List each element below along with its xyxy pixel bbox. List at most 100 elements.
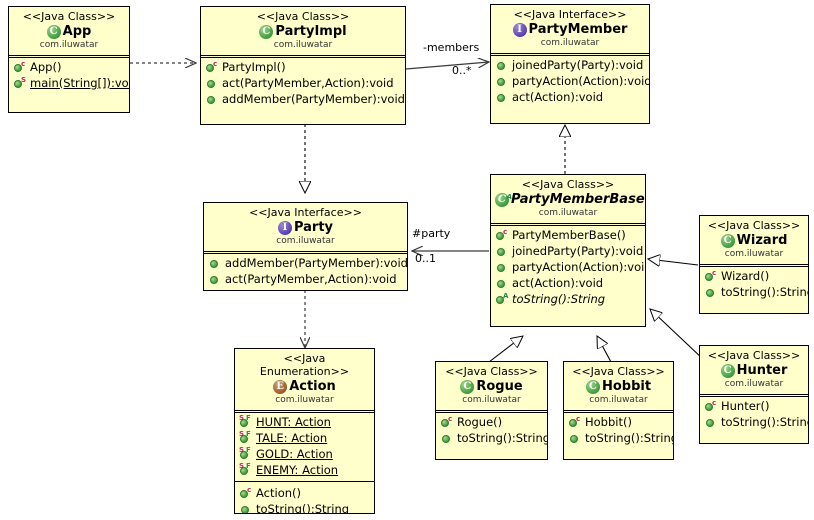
member-label: joinedParty(Party):void [512, 58, 644, 72]
member-label: addMember(PartyMember):void [222, 92, 405, 106]
member-row[interactable]: partyAction(Action):void [495, 73, 649, 89]
member-label: act(Action):void [512, 276, 604, 290]
members-compartment: addMember(PartyMember):void act(PartyMem… [204, 252, 407, 290]
method-icon [704, 416, 719, 429]
interface-badge-icon: I [277, 221, 292, 235]
member-row[interactable]: c Rogue() [440, 414, 544, 430]
member-row[interactable]: c Action() [239, 485, 371, 501]
method-icon [495, 91, 510, 104]
class-name-text: Action [289, 379, 336, 394]
members-compartment: c PartyMemberBase() joinedParty(Party):v… [491, 224, 645, 310]
class-name-text: Rogue [476, 379, 523, 394]
stereotype-label: <<Java Class>> [707, 219, 801, 232]
member-row[interactable]: act(PartyMember,Action):void [208, 271, 404, 287]
member-label: toString():String [512, 292, 606, 306]
members-compartment: c App() S main(String[]):void [9, 56, 129, 94]
stereotype-label: <<Java Class>> [256, 10, 350, 23]
member-row[interactable]: partyAction(Action):void [495, 259, 645, 275]
package-label: com.iluwatar [724, 379, 784, 389]
member-label: addMember(PartyMember):void [225, 256, 408, 270]
members-compartment: c Action() toString():String [235, 481, 374, 513]
member-row[interactable]: addMember(PartyMember):void [208, 255, 407, 271]
package-label: com.iluwatar [462, 395, 521, 405]
member-row[interactable]: c Hobbit() [568, 414, 670, 430]
stereotype-label: <<Java Class>> [572, 365, 665, 378]
package-label: com.iluwatar [39, 40, 99, 50]
member-row[interactable]: addMember(PartyMember):void [205, 91, 405, 107]
member-label: Hobbit() [585, 415, 632, 429]
members-compartment: c Hobbit() toString():String [564, 411, 673, 449]
member-row[interactable]: toString():String [704, 284, 808, 300]
member-row[interactable]: toString():String [239, 501, 371, 513]
member-row[interactable]: c PartyMemberBase() [495, 227, 642, 243]
member-row[interactable]: act(Action):void [495, 89, 646, 105]
member-row[interactable]: c Hunter() [704, 398, 805, 414]
class-name-text: PartyMemberBase [511, 192, 645, 207]
member-row[interactable]: S main(String[]):void [13, 75, 129, 91]
method-icon [239, 503, 254, 513]
class-name-text: Hunter [736, 363, 788, 378]
method-icon [208, 273, 223, 286]
member-row[interactable]: toString():String [704, 414, 808, 430]
member-label: Hunter() [721, 399, 770, 413]
member-label: PartyImpl() [222, 60, 286, 74]
member-row[interactable]: joinedParty(Party):void [495, 243, 643, 259]
package-label: com.iluwatar [538, 208, 598, 218]
member-label: act(PartyMember,Action):void [222, 76, 394, 90]
member-label: toString():String [721, 415, 809, 429]
constructor-icon: c [440, 415, 455, 429]
member-row[interactable]: c PartyImpl() [205, 59, 402, 75]
class-badge-icon: C [720, 234, 735, 248]
class-name-text: Party [293, 220, 334, 235]
method-icon [495, 245, 510, 258]
member-row[interactable]: act(PartyMember,Action):void [205, 75, 402, 91]
member-row[interactable]: toString():String [440, 430, 547, 446]
member-row[interactable]: act(Action):void [495, 275, 642, 291]
method-icon [704, 286, 719, 299]
members-compartment: c Rogue() toString():String [436, 411, 547, 449]
member-row[interactable]: c Wizard() [704, 268, 805, 284]
package-label: com.iluwatar [540, 38, 600, 48]
member-label: partyAction(Action):void [512, 260, 646, 274]
stereotype-label: <<Java Class>> [445, 365, 538, 378]
edge-hunter-to-partymemberbase [650, 309, 705, 361]
constructor-icon: c [205, 60, 220, 74]
method-icon [205, 77, 220, 90]
class-badge-icon: C [460, 380, 475, 394]
edge-label-members-multiplicity: 0..* [452, 64, 472, 77]
class-badge-icon: C [720, 364, 735, 378]
member-row[interactable]: joinedParty(Party):void [495, 57, 646, 73]
class-name-text: App [62, 24, 92, 39]
member-row[interactable]: toString():String [568, 430, 673, 446]
constructor-icon: c [704, 269, 719, 283]
member-label: Rogue() [457, 415, 503, 429]
constructor-icon: c [495, 228, 510, 242]
member-row[interactable]: A toString():String [495, 291, 642, 307]
member-row[interactable]: c App() [13, 59, 126, 75]
